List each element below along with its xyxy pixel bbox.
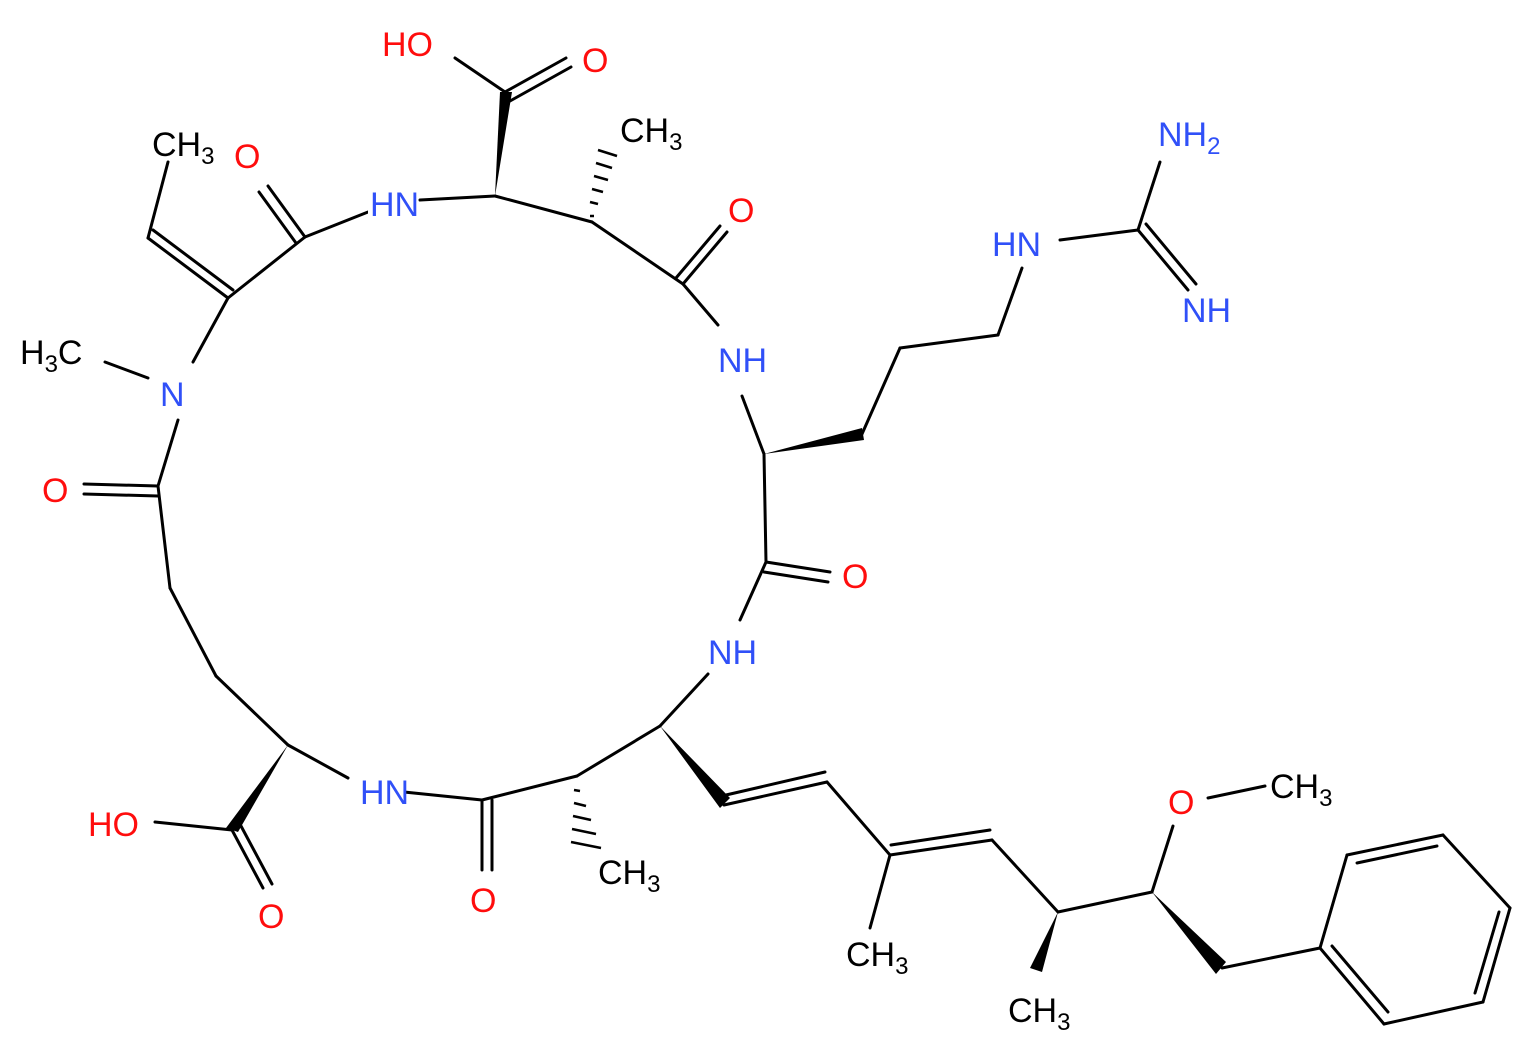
label-hn-guan: HN — [992, 226, 1041, 264]
label-nh-lower-right: NH — [708, 634, 757, 672]
label-o-amide-nw: O — [234, 138, 260, 176]
label-o-left: O — [42, 472, 68, 510]
label-nh2: NH2 — [1158, 116, 1220, 160]
label-ch3-alpha-bottom: CH3 — [598, 854, 660, 898]
wedge-bonds — [226, 92, 1226, 974]
label-o-acid-bottom: O — [258, 898, 284, 936]
label-ho-top: HO — [382, 26, 433, 64]
label-nh-right: NH — [718, 342, 767, 380]
label-ch3-side: CH3 — [1008, 992, 1070, 1036]
hashed-bonds — [570, 148, 618, 850]
label-nh-guan-imine: NH — [1182, 292, 1231, 330]
label-h3c-nmethyl: H3C — [20, 334, 82, 378]
label-o-right: O — [842, 558, 868, 596]
label-n-methyl: N — [160, 376, 185, 414]
label-ch3-methoxy: CH3 — [1270, 768, 1332, 812]
label-ho-bottom: HO — [88, 806, 139, 844]
label-o-methoxy: O — [1168, 784, 1194, 822]
bonds — [82, 56, 1512, 1026]
atom-labels: HO O CH3 O HN CH3 O H3C N NH2 HN NH NH O… — [20, 22, 1332, 1036]
label-o-amide-ne: O — [728, 192, 754, 230]
label-o-acid-top: O — [582, 42, 608, 80]
label-hn-bottom: HN — [360, 774, 409, 812]
label-ch3-ethylidene: CH3 — [152, 126, 214, 170]
label-o-amide-bottom: O — [470, 882, 496, 920]
label-ch3-alpha-top: CH3 — [620, 112, 682, 156]
label-nh-top: HN — [370, 186, 419, 224]
label-ch3-diene: CH3 — [846, 936, 908, 980]
